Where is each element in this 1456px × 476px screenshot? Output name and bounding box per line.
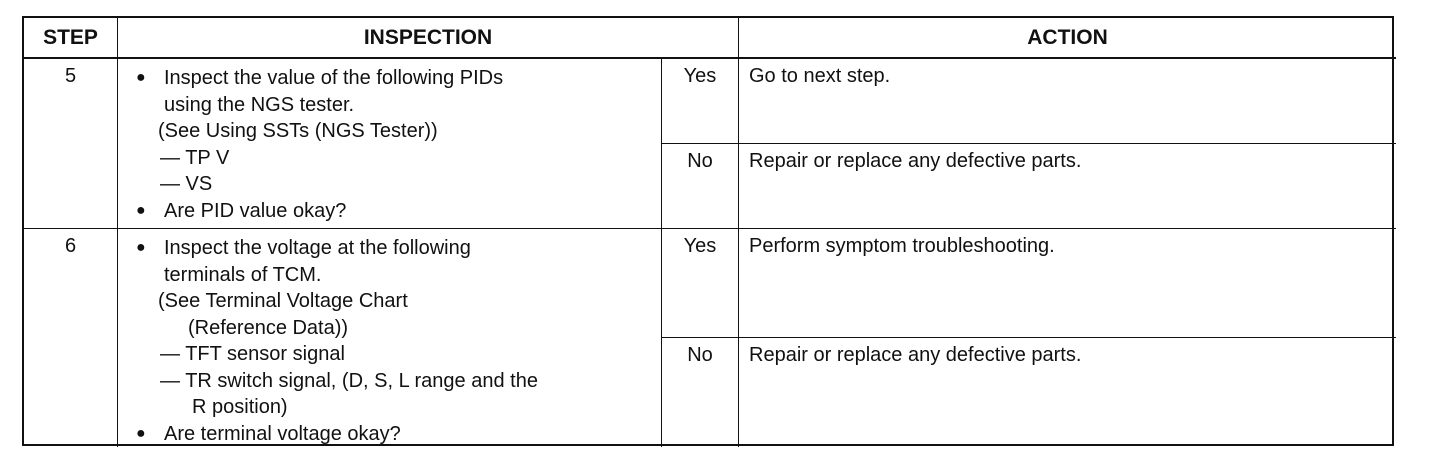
inspection-pid-item: — VS xyxy=(160,173,213,195)
no-label: No xyxy=(687,344,713,366)
header-action: ACTION xyxy=(739,18,1396,59)
inspection-reference: (See Using SSTs (NGS Tester)) xyxy=(158,120,438,142)
action-column: Go to next step. Repair or replace any d… xyxy=(739,59,1396,229)
no-label: No xyxy=(687,149,713,172)
no-action: Repair or replace any defective parts. xyxy=(749,344,1082,366)
inspection-text: terminals of TCM. xyxy=(164,263,322,286)
action-column: Perform symptom troubleshooting. Repair … xyxy=(739,229,1396,447)
inspection-reference: (See Terminal Voltage Chart xyxy=(158,290,408,312)
step-number: 6 xyxy=(24,229,118,447)
step-number: 5 xyxy=(24,59,118,229)
inspection-cell: Inspect the value of the following PIDs … xyxy=(118,59,662,229)
inspection-text: Inspect the value of the following PIDs xyxy=(164,67,504,89)
inspection-text: using the NGS tester. xyxy=(164,93,355,116)
yes-action: Perform symptom troubleshooting. xyxy=(739,229,1396,338)
inspection-cell: Inspect the voltage at the following ter… xyxy=(118,229,662,447)
inspection-bullet: Inspect the value of the following PIDs … xyxy=(136,65,653,118)
inspection-reference: (Reference Data)) xyxy=(188,316,349,339)
no-action: Repair or replace any defective parts. xyxy=(749,149,1082,172)
yes-action: Go to next step. xyxy=(739,59,1396,144)
inspection-signal-item: — TR switch signal, (D, S, L range and t… xyxy=(160,369,538,392)
yes-no-column: Yes No xyxy=(662,59,739,229)
yes-no-column: Yes No xyxy=(662,229,739,447)
header-step: STEP xyxy=(24,18,118,59)
inspection-text: Inspect the voltage at the following xyxy=(164,237,471,259)
inspection-signal-item: — TFT sensor signal xyxy=(160,343,345,365)
inspection-question: Are terminal voltage okay? xyxy=(136,421,653,448)
troubleshooting-table: STEP INSPECTION ACTION 5 Inspect the val… xyxy=(22,16,1396,447)
yes-label: Yes xyxy=(662,229,738,338)
inspection-bullet: Inspect the voltage at the following ter… xyxy=(136,235,653,288)
inspection-question: Are PID value okay? xyxy=(136,198,653,225)
header-inspection: INSPECTION xyxy=(118,18,739,59)
inspection-signal-item: R position) xyxy=(192,396,288,418)
inspection-pid-item: — TP V xyxy=(160,146,230,169)
yes-label: Yes xyxy=(662,59,738,144)
